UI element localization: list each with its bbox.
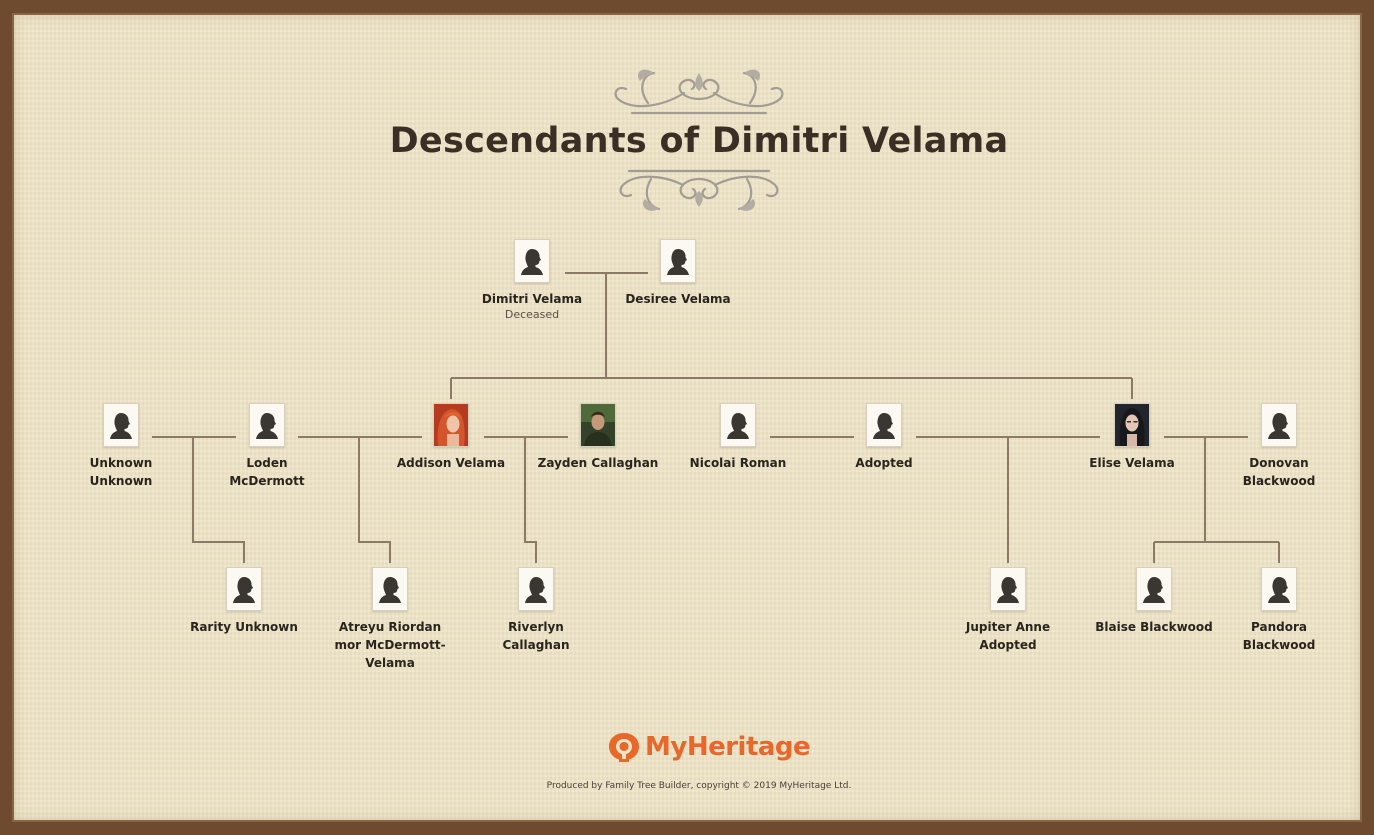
- portrait-red-hair: [433, 403, 469, 447]
- person-atreyu-riordan[interactable]: Atreyu Riordan mor McDermott- Velama: [325, 567, 455, 672]
- silhouette-icon: [866, 403, 902, 447]
- person-elise-velama[interactable]: Elise Velama: [1067, 403, 1197, 472]
- portrait-dark-hair: [1114, 403, 1150, 447]
- person-name: Donovan Blackwood: [1242, 456, 1316, 488]
- person-name: Blaise Blackwood: [1095, 620, 1213, 634]
- connector-line: [192, 437, 245, 563]
- silhouette-icon: [103, 403, 139, 447]
- person-unknown-unknown[interactable]: Unknown Unknown: [56, 403, 186, 490]
- person-addison-velama[interactable]: Addison Velama: [386, 403, 516, 472]
- bottom-ornament-icon: [619, 169, 779, 211]
- tree-connectors: [152, 272, 1280, 563]
- person-name: Atreyu Riordan mor McDermott- Velama: [334, 620, 446, 670]
- person-riverlyn-callaghan[interactable]: Riverlyn Callaghan: [471, 567, 601, 654]
- person-adopted[interactable]: Adopted: [819, 403, 949, 472]
- person-name: Addison Velama: [396, 456, 506, 470]
- person-rarity-unknown[interactable]: Rarity Unknown: [179, 567, 309, 636]
- portrait-green: [580, 403, 616, 447]
- silhouette-icon: [1261, 403, 1297, 447]
- person-nicolai-roman[interactable]: Nicolai Roman: [673, 403, 803, 472]
- person-desiree-velama[interactable]: Desiree Velama: [613, 239, 743, 308]
- silhouette-icon: [518, 567, 554, 611]
- silhouette-icon: [720, 403, 756, 447]
- person-name: Unknown Unknown: [89, 456, 153, 488]
- silhouette-icon: [660, 239, 696, 283]
- person-name: Desiree Velama: [625, 292, 731, 306]
- myheritage-logo[interactable]: MyHeritage: [607, 731, 811, 763]
- silhouette-icon: [990, 567, 1026, 611]
- silhouette-icon: [1261, 567, 1297, 611]
- person-pandora-blackwood[interactable]: Pandora Blackwood: [1214, 567, 1344, 654]
- person-zayden-callaghan[interactable]: Zayden Callaghan: [533, 403, 663, 472]
- connector-line: [358, 437, 391, 563]
- person-name: Loden McDermott: [229, 456, 305, 488]
- person-jupiter-anne-adopted[interactable]: Jupiter Anne Adopted: [943, 567, 1073, 654]
- person-name: Jupiter Anne Adopted: [965, 620, 1051, 652]
- myheritage-logo-icon: [609, 733, 639, 762]
- person-name: Elise Velama: [1089, 456, 1175, 470]
- person-name: Pandora Blackwood: [1242, 620, 1316, 652]
- person-name: Zayden Callaghan: [537, 456, 659, 470]
- silhouette-icon: [226, 567, 262, 611]
- page-title: Descendants of Dimitri Velama: [389, 121, 1009, 161]
- silhouette-icon: [249, 403, 285, 447]
- person-name: Adopted: [855, 456, 913, 470]
- top-ornament-icon: [614, 69, 784, 115]
- silhouette-icon: [514, 239, 550, 283]
- silhouette-icon: [1136, 567, 1172, 611]
- person-blaise-blackwood[interactable]: Blaise Blackwood: [1089, 567, 1219, 636]
- person-name: Nicolai Roman: [689, 456, 787, 470]
- silhouette-icon: [372, 567, 408, 611]
- footer-copyright: Produced by Family Tree Builder, copyrig…: [546, 781, 852, 791]
- person-name: Dimitri Velama: [481, 292, 583, 306]
- connector-line: [524, 437, 537, 563]
- person-status: Deceased: [504, 308, 560, 321]
- person-dimitri-velama[interactable]: Dimitri Velama Deceased: [467, 239, 597, 322]
- person-name: Riverlyn Callaghan: [502, 620, 570, 652]
- brand-name: MyHeritage: [645, 732, 811, 762]
- person-donovan-blackwood[interactable]: Donovan Blackwood: [1214, 403, 1344, 490]
- person-loden-mcdermott[interactable]: Loden McDermott: [202, 403, 332, 490]
- person-name: Rarity Unknown: [190, 620, 298, 634]
